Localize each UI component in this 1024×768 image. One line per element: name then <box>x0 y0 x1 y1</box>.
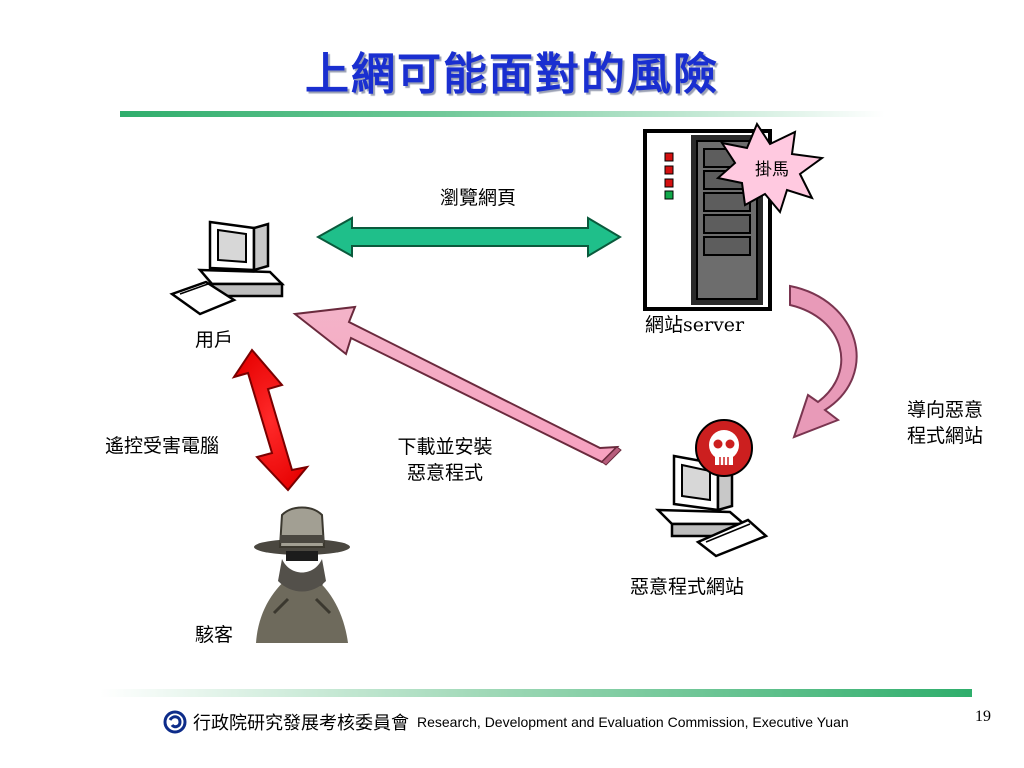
download-arrow <box>292 305 622 466</box>
download-label-line-1: 下載並安裝 <box>397 436 493 458</box>
trojan-burst-icon <box>715 121 825 215</box>
malicious-site-label: 惡意程式網站 <box>630 576 745 598</box>
website-server-label: 網站server <box>645 314 745 336</box>
remote-control-label: 遙控受害電腦 <box>105 435 220 457</box>
skull-icon <box>695 419 753 477</box>
footer-org-cn: 行政院研究發展考核委員會 <box>193 713 409 734</box>
browse-arrow <box>315 216 622 258</box>
hacker-label: 駭客 <box>195 624 234 646</box>
page-number: 19 <box>975 708 991 725</box>
redirect-label-line-1: 導向惡意 <box>906 399 983 421</box>
remote-control-arrow <box>231 348 310 492</box>
user-computer-icon <box>169 220 286 316</box>
redirect-label-line-2: 程式網站 <box>906 425 983 447</box>
hacker-figure-icon <box>254 506 350 643</box>
browse-label: 瀏覽網頁 <box>440 187 517 209</box>
redirect-label: 導向惡意 程式網站 <box>890 397 1000 449</box>
rdec-logo-icon <box>163 710 187 734</box>
download-label-line-2: 惡意程式 <box>406 462 483 484</box>
trojan-label: 掛馬 <box>755 160 789 180</box>
title-divider <box>120 111 885 117</box>
footer-org-en: Research, Development and Evaluation Com… <box>417 714 849 730</box>
footer: 行政院研究發展考核委員會 Research, Development and E… <box>165 709 849 735</box>
page-title: 上網可能面對的風險 <box>305 49 719 100</box>
user-label: 用戶 <box>195 329 234 351</box>
server-tower-icon <box>643 129 772 311</box>
download-label: 下載並安裝 惡意程式 <box>380 434 510 486</box>
redirect-arrow <box>789 284 858 439</box>
footer-divider <box>100 689 972 697</box>
